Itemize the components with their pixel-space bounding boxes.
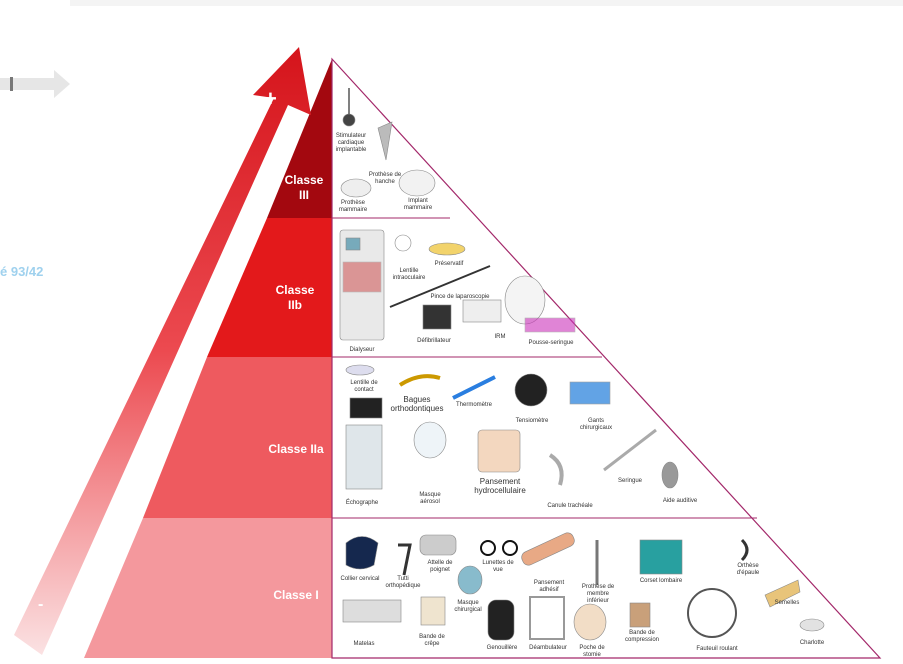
class-i-label: Classe I: [273, 588, 319, 602]
device-label: Matelas: [353, 641, 375, 647]
device-label: Lunettes de vue: [482, 560, 514, 573]
device-label: Attelle de poignet: [427, 560, 453, 573]
device-label: Prothèse mammaire: [338, 200, 368, 213]
device-label: Dialyseur: [349, 347, 375, 353]
class-iib-label: Classe IIb: [275, 283, 315, 312]
device-label: Masque aérosol: [419, 492, 441, 505]
device-label: Stimulateur cardiaque implantable: [335, 133, 367, 153]
device-label: Préservatif: [434, 261, 464, 267]
device-label: Implant mammaire: [403, 198, 433, 211]
device-label: Bande de compression: [624, 630, 659, 643]
device-label: Thermomètre: [455, 402, 492, 408]
device-label: Orthèse d'épaule: [736, 563, 760, 576]
top-divider: [70, 0, 903, 6]
device-label: Fauteuil roulant: [696, 646, 738, 652]
device-label: Bagues orthodontiques: [390, 395, 444, 413]
device-label: Canule trachéale: [547, 503, 593, 509]
device-label: Masque chirurgical: [454, 600, 482, 613]
device-label: Genouillère: [486, 645, 518, 651]
device-label: Tutti orthopédique: [385, 576, 421, 589]
device-label: Prothèse de hanche: [368, 172, 402, 185]
device-label: Échographe: [345, 500, 379, 506]
device-label: Tensiomètre: [515, 418, 549, 424]
axis-high-marker: +: [264, 86, 277, 111]
device-label: Pousse-seringue: [528, 340, 574, 346]
device-label: Corset lombaire: [639, 578, 683, 584]
devices-area: [331, 57, 882, 659]
device-label: Lentille intraoculaire: [392, 268, 426, 281]
device-label: Défibrillateur: [417, 338, 451, 344]
axis-low-marker: -: [38, 596, 44, 613]
device-label: Collier cervical: [340, 576, 380, 582]
device-label: Seringue: [617, 478, 643, 484]
device-label: Prothèse de membre inférieur: [581, 584, 615, 604]
device-label: Semelles: [774, 600, 800, 606]
device-label: Charlotte: [799, 640, 825, 646]
risk-axis-arrow: [14, 47, 311, 655]
device-label: IRM: [494, 334, 506, 340]
device-label: Poche de stomie: [579, 645, 605, 658]
gray-arrow-icon: [0, 70, 70, 98]
level-class-iib-band: [207, 218, 332, 357]
device-label: Déambulateur: [529, 645, 567, 651]
device-label: Pansement adhésif: [533, 580, 565, 593]
device-label: Pansement hydrocellulaire: [474, 477, 526, 495]
device-label: Gants chirurgicaux: [579, 418, 613, 431]
level-class-iii-band: [267, 59, 332, 218]
class-iii-label: Classe III: [284, 173, 324, 202]
level-class-i-band: [84, 518, 332, 658]
device-label: Aide auditive: [662, 498, 698, 504]
directive-reference: é 93/42: [0, 264, 44, 279]
device-label: Lentille de contact: [350, 380, 378, 393]
level-class-iia-band: [143, 357, 332, 518]
device-label: Pince de laparoscopie: [430, 294, 490, 300]
device-label: Bande de crêpe: [419, 634, 445, 647]
class-iia-label: Classe IIa: [268, 442, 324, 456]
